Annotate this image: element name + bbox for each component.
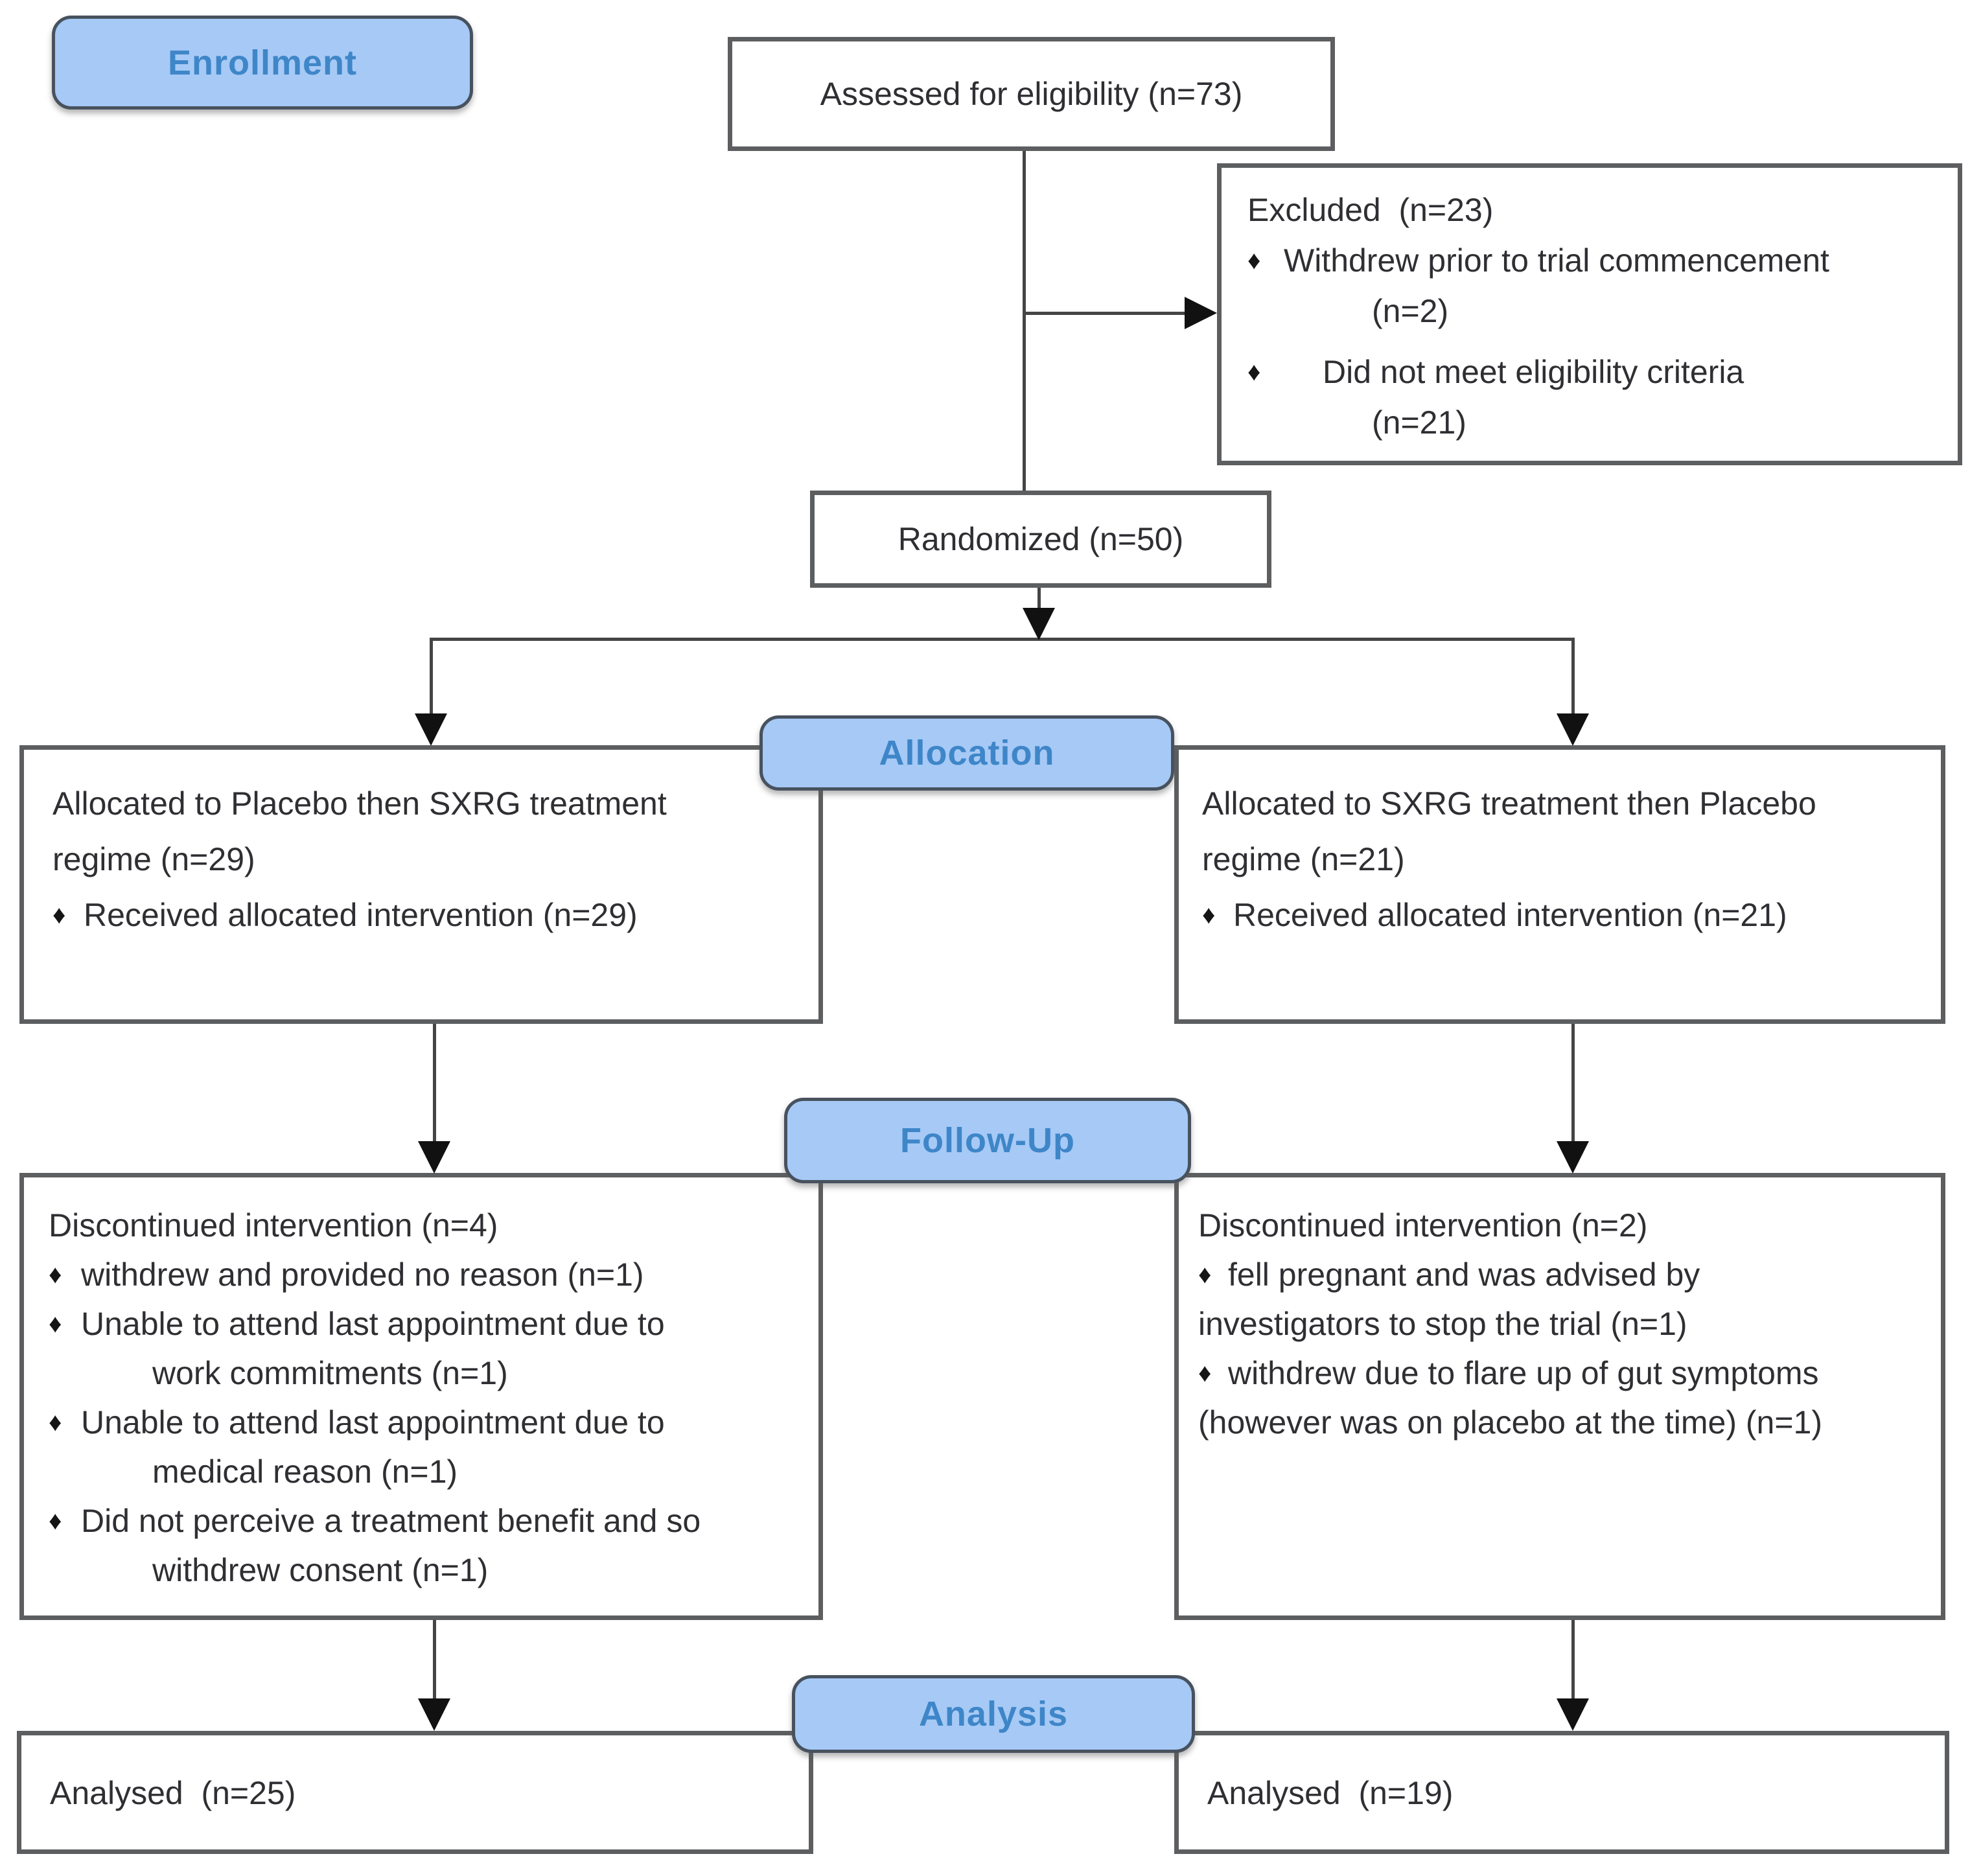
connector-branch-to-allocation-right <box>1571 638 1575 717</box>
box-followup-right: Discontinued intervention (n=2) ♦ fell p… <box>1174 1173 1945 1620</box>
diamond-bullet-icon: ♦ <box>1198 1359 1212 1387</box>
followup-left-reason3-line1: Unable to attend last appointment due to <box>81 1404 665 1441</box>
arrowhead-into-excluded-icon <box>1185 297 1217 329</box>
excluded-title: Excluded (n=23) <box>1247 192 1494 228</box>
connector-allocation-to-followup-right <box>1571 1024 1575 1144</box>
diamond-bullet-icon: ♦ <box>1247 358 1261 386</box>
followup-left-reason4-line1: Did not perceive a treatment benefit and… <box>81 1503 701 1539</box>
allocation-right-received: Received allocated intervention (n=21) <box>1233 897 1787 933</box>
diamond-bullet-icon: ♦ <box>1247 246 1261 275</box>
connector-followup-to-analysis-left <box>433 1620 436 1701</box>
followup-right-reason1-line2: investigators to stop the trial (n=1) <box>1198 1306 1687 1342</box>
list-item: ♦ Received allocated intervention (n=29) <box>52 887 803 943</box>
arrowhead-into-branch-icon <box>1023 608 1055 640</box>
analysed-left-text: Analysed (n=25) <box>50 1775 296 1811</box>
arrowhead-into-allocation-right-icon <box>1557 713 1589 746</box>
arrowhead-into-analysis-left-icon <box>418 1698 450 1731</box>
box-analysed-right: Analysed (n=19) <box>1174 1731 1949 1854</box>
diamond-bullet-icon: ♦ <box>52 901 66 929</box>
excluded-reason-2-count: (n=21) <box>1372 404 1466 441</box>
box-randomized: Randomized (n=50) <box>810 491 1271 588</box>
followup-left-reason4-line2: withdrew consent (n=1) <box>152 1552 489 1588</box>
connector-to-excluded <box>1024 312 1186 315</box>
diamond-bullet-icon: ♦ <box>49 1507 62 1535</box>
followup-right-reason2-line2: (however was on placebo at the time) (n=… <box>1198 1404 1822 1441</box>
arrowhead-into-analysis-right-icon <box>1557 1698 1589 1731</box>
list-item: ♦ fell pregnant and was advised by <box>1198 1250 1929 1299</box>
list-item: ♦ Received allocated intervention (n=21) <box>1202 887 1925 943</box>
connector-randomized-to-branch <box>1037 588 1041 612</box>
followup-left-reason1: withdrew and provided no reason (n=1) <box>81 1256 644 1293</box>
analysed-right-text: Analysed (n=19) <box>1207 1775 1454 1811</box>
randomized-text: Randomized (n=50) <box>898 521 1184 557</box>
allocation-left-line2: regime (n=29) <box>52 841 255 877</box>
excluded-reason-2: Did not meet eligibility criteria <box>1323 354 1744 390</box>
box-assessed-for-eligibility: Assessed for eligibility (n=73) <box>728 37 1335 151</box>
diamond-bullet-icon: ♦ <box>49 1260 62 1289</box>
connector-branch-to-allocation-left <box>430 638 433 717</box>
allocation-left-received: Received allocated intervention (n=29) <box>84 897 638 933</box>
box-excluded: Excluded (n=23) ♦ Withdrew prior to tria… <box>1217 163 1962 465</box>
list-item: ♦ Unable to attend last appointment due … <box>49 1299 807 1349</box>
list-item: ♦ Did not meet eligibility criteria <box>1247 347 1940 397</box>
list-item: ♦ Withdrew prior to trial commencement <box>1247 235 1940 286</box>
stage-label-enrollment: Enrollment <box>52 16 473 110</box>
stage-label-allocation: Allocation <box>759 715 1174 791</box>
arrowhead-into-followup-right-icon <box>1557 1141 1589 1174</box>
stage-label-followup: Follow-Up <box>784 1098 1191 1183</box>
list-item: ♦ withdrew due to flare up of gut sympto… <box>1198 1349 1929 1398</box>
followup-right-reason2-line1: withdrew due to flare up of gut symptoms <box>1228 1355 1819 1391</box>
allocation-right-line2: regime (n=21) <box>1202 841 1405 877</box>
excluded-reason-1-count: (n=2) <box>1372 293 1449 329</box>
list-item: ♦ withdrew and provided no reason (n=1) <box>49 1250 807 1299</box>
allocation-left-line1: Allocated to Placebo then SXRG treatment <box>52 785 667 822</box>
followup-left-reason2-line1: Unable to attend last appointment due to <box>81 1306 665 1342</box>
stage-label-analysis: Analysis <box>792 1675 1195 1753</box>
box-allocation-sxrg-then-placebo: Allocated to SXRG treatment then Placebo… <box>1174 745 1945 1024</box>
box-allocation-placebo-then-sxrg: Allocated to Placebo then SXRG treatment… <box>19 745 823 1024</box>
diamond-bullet-icon: ♦ <box>49 1408 62 1437</box>
followup-right-title: Discontinued intervention (n=2) <box>1198 1207 1648 1244</box>
list-item: ♦ Unable to attend last appointment due … <box>49 1398 807 1447</box>
box-analysed-left: Analysed (n=25) <box>17 1731 813 1854</box>
followup-right-reason1-line1: fell pregnant and was advised by <box>1228 1256 1700 1293</box>
connector-followup-to-analysis-right <box>1571 1620 1575 1701</box>
list-item: ♦ Did not perceive a treatment benefit a… <box>49 1496 807 1546</box>
assessed-text: Assessed for eligibility (n=73) <box>820 76 1243 112</box>
box-followup-left: Discontinued intervention (n=4) ♦ withdr… <box>19 1173 823 1620</box>
diamond-bullet-icon: ♦ <box>1198 1260 1212 1289</box>
followup-left-reason2-line2: work commitments (n=1) <box>152 1355 508 1391</box>
branch-line <box>430 638 1575 641</box>
allocation-right-line1: Allocated to SXRG treatment then Placebo <box>1202 785 1816 822</box>
arrowhead-into-followup-left-icon <box>418 1141 450 1174</box>
connector-assessed-to-randomized <box>1023 151 1026 491</box>
followup-left-title: Discontinued intervention (n=4) <box>49 1207 498 1244</box>
diamond-bullet-icon: ♦ <box>49 1310 62 1338</box>
connector-allocation-to-followup-left <box>433 1024 436 1144</box>
diamond-bullet-icon: ♦ <box>1202 901 1216 929</box>
followup-left-reason3-line2: medical reason (n=1) <box>152 1453 458 1490</box>
arrowhead-into-allocation-left-icon <box>415 713 447 746</box>
excluded-reason-1: Withdrew prior to trial commencement <box>1284 242 1829 279</box>
